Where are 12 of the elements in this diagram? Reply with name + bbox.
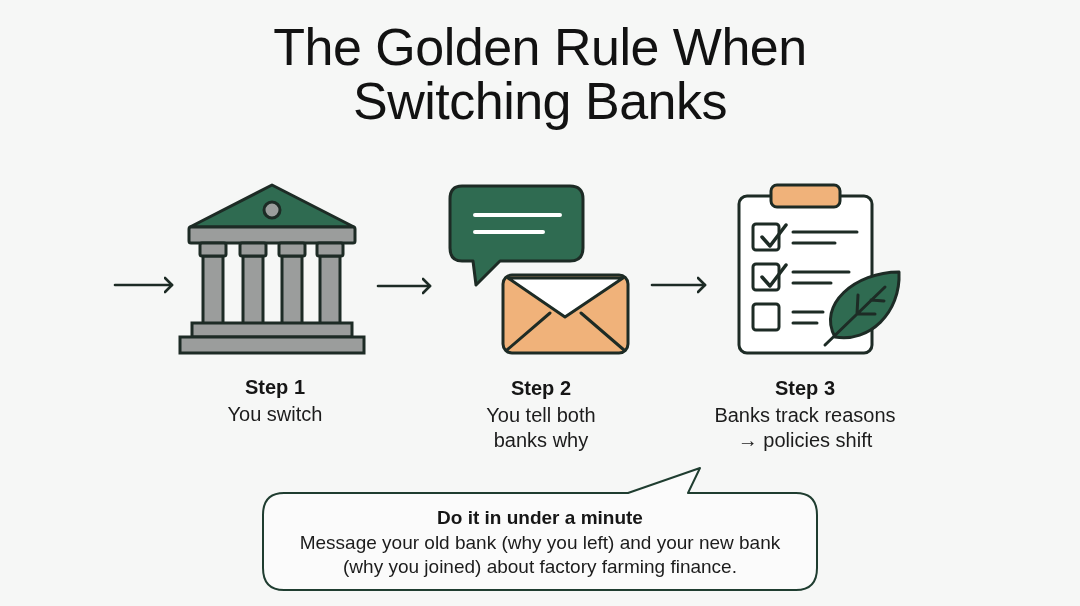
callout-heading: Do it in under a minute: [437, 506, 643, 530]
step-heading: Step 3: [775, 376, 835, 400]
step-heading: Step 2: [511, 376, 571, 400]
arrow: [113, 276, 174, 294]
arrow: [650, 276, 707, 294]
arrow: [376, 277, 432, 295]
callout-text: Message your old bank (why you left) and your new bank (why you joined) about factory farming finance.: [298, 531, 782, 579]
step-heading: Step 1: [245, 375, 305, 399]
step-description: You switch: [226, 402, 324, 427]
title: The Golden Rule When Switching Banks: [272, 20, 808, 128]
step-description: Banks track reasons → policies shift: [713, 403, 897, 453]
step-description: You tell both banks why: [485, 403, 597, 453]
